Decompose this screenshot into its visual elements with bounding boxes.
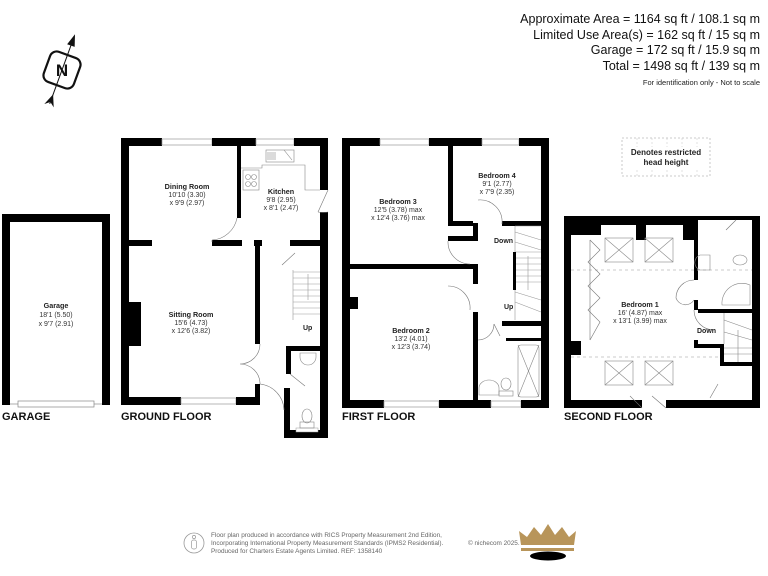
legend-line-1: Denotes restricted — [631, 148, 701, 157]
dining-room-name: Dining Room — [165, 182, 210, 191]
second-floor-label: SECOND FLOOR — [564, 411, 653, 423]
ground-stairs-up-label: Up — [303, 325, 312, 332]
compass-label: N — [56, 61, 68, 80]
dining-room-dim-1: 10'10 (3.30) — [168, 192, 205, 199]
area-summary: Approximate Area = 1164 sq ft / 108.1 sq… — [520, 12, 760, 87]
bedroom-2-name: Bedroom 2 — [392, 326, 430, 335]
garage-plan: Garage 18'1 (5.50) x 9'7 (2.91) GARAGE — [2, 214, 110, 423]
bedroom-4-dim-1: 9'1 (2.77) — [482, 181, 511, 188]
ground-floor-label: GROUND FLOOR — [121, 411, 211, 423]
north-compass-icon: N — [42, 34, 82, 108]
sitting-room-name: Sitting Room — [169, 310, 214, 319]
dining-room-dim-2: x 9'9 (2.97) — [170, 200, 205, 207]
garage-room-dim-1: 18'1 (5.50) — [39, 312, 72, 319]
garage-floor-label: GARAGE — [2, 411, 50, 423]
footer-line-3: Produced for Charters Estate Agents Limi… — [211, 548, 383, 555]
footer-line-1: Floor plan produced in accordance with R… — [211, 532, 442, 539]
total-area: Total = 1498 sq ft / 139 sq m — [602, 58, 760, 73]
bedroom-2-dim-2: x 12'3 (3.74) — [392, 344, 431, 351]
garage-room-name: Garage — [44, 301, 69, 310]
accessibility-person-icon — [183, 532, 205, 554]
bedroom-1-name: Bedroom 1 — [621, 300, 659, 309]
first-floor-label: FIRST FLOOR — [342, 411, 415, 423]
bedroom-4-dim-2: x 7'9 (2.35) — [480, 189, 515, 196]
sitting-room-dim-2: x 12'6 (3.82) — [172, 328, 211, 335]
bedroom-2-dim-1: 13'2 (4.01) — [394, 336, 427, 343]
copyright: © nichecom 2025. — [468, 540, 520, 547]
kitchen-name: Kitchen — [268, 187, 294, 196]
second-floor-plan: Down Bedroom 1 16' (4.87) max x 13'1 (3.… — [564, 216, 760, 423]
bedroom-3-dim-2: x 12'4 (3.76) max — [371, 215, 425, 222]
first-stairs-down-label: Down — [494, 238, 513, 245]
bedroom-3-name: Bedroom 3 — [379, 197, 417, 206]
restricted-height-legend: Denotes restricted head height — [621, 137, 711, 177]
approximate-area: Approximate Area = 1164 sq ft / 108.1 sq… — [520, 12, 760, 26]
limited-use-area: Limited Use Area(s) = 162 sq ft / 15 sq … — [533, 27, 760, 42]
bedroom-1-dim-2: x 13'1 (3.99) max — [613, 318, 667, 325]
kitchen-dim-1: 9'8 (2.95) — [266, 197, 295, 204]
bedroom-1-dim-1: 16' (4.87) max — [618, 310, 663, 317]
ground-floor-plan: Up Dining Room 10'10 ( — [121, 138, 329, 438]
footer-line-2: Incorporating International Property Mea… — [211, 540, 444, 547]
first-stairs-up-label: Up — [504, 304, 513, 311]
garage-room-dim-2: x 9'7 (2.91) — [39, 321, 74, 328]
second-stairs-down-label: Down — [697, 328, 716, 335]
bedroom-4-name: Bedroom 4 — [478, 171, 516, 180]
garage-area: Garage = 172 sq ft / 15.9 sq m — [590, 43, 760, 57]
kitchen-dim-2: x 8'1 (2.47) — [264, 205, 299, 212]
crown-logo-icon — [519, 524, 576, 561]
legend-line-2: head height — [644, 158, 689, 167]
sitting-room-dim-1: 15'6 (4.73) — [174, 320, 207, 327]
first-floor-plan: Down Up Bedroom 3 12'5 (3.78) max x 12'4… — [342, 138, 549, 423]
disclaimer-note: For identification only - Not to scale — [642, 78, 760, 87]
bedroom-3-dim-1: 12'5 (3.78) max — [374, 207, 423, 214]
